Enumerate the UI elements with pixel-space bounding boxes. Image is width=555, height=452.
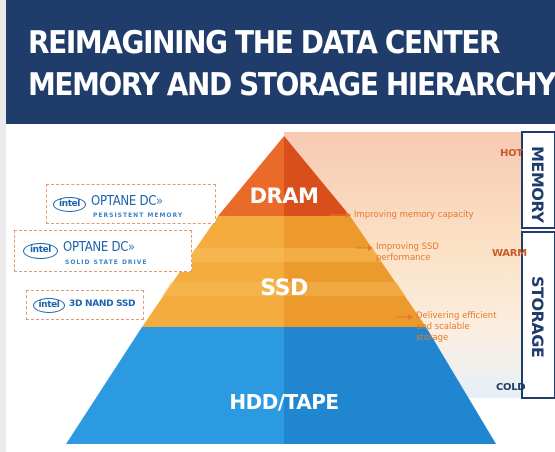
hot-label: HOT xyxy=(500,148,523,159)
solid-state-drive-subtitle: SOLID STATE DRIVE xyxy=(65,259,148,266)
ssd-stripe xyxy=(186,248,382,262)
efficient-storage-note-line1: Delivering efficient xyxy=(416,311,497,321)
pyramid-graphic xyxy=(66,131,555,444)
ssd-performance-note-line1: Improving SSD xyxy=(376,242,439,252)
memory-category-box xyxy=(521,131,555,229)
ssd-stripe xyxy=(162,282,406,296)
warm-label: WARM xyxy=(492,248,527,259)
cold-label: COLD xyxy=(496,382,526,393)
storage-label: STORAGE xyxy=(528,276,547,358)
arrow-head xyxy=(368,245,373,251)
dram-tier-right xyxy=(284,136,350,216)
ssd-label: SSD xyxy=(260,276,308,301)
optane-solid-state-drive-badge: intel OPTANE DC» SOLID STATE DRIVE xyxy=(14,230,192,272)
efficient-storage-note-line2: and scalable xyxy=(416,322,470,332)
efficient-storage-note-line3: storage xyxy=(416,333,449,343)
product-name: OPTANE DC xyxy=(63,240,128,255)
arrow-head xyxy=(346,212,351,218)
intel-logo: intel xyxy=(23,243,58,259)
persistent-memory-subtitle: PERSISTENT MEMORY xyxy=(93,212,184,219)
optane-dc-logo: OPTANE DC» xyxy=(91,194,163,209)
product-name: OPTANE DC xyxy=(91,194,156,209)
chevron-icon: » xyxy=(127,240,135,255)
hdd-tier-right xyxy=(284,327,496,444)
hierarchy-diagram: DRAM SSD HDD/TAPE HOT WARM COLD MEMORY S… xyxy=(6,124,555,452)
3d-nand-ssd-badge: intel 3D NAND SSD xyxy=(26,290,144,320)
optane-dc-logo: OPTANE DC» xyxy=(63,240,135,255)
intel-logo: intel xyxy=(53,197,86,212)
arrow-head xyxy=(408,314,413,320)
hdd-tape-label: HDD/TAPE xyxy=(229,390,339,414)
infographic: REIMAGINING THE DATA CENTER MEMORY AND S… xyxy=(6,0,555,452)
title-line-1: REIMAGINING THE DATA CENTER xyxy=(28,25,501,61)
ssd-performance-note-line2: performance xyxy=(376,253,431,263)
optane-persistent-memory-badge: intel OPTANE DC» PERSISTENT MEMORY xyxy=(46,184,216,224)
dram-label: DRAM xyxy=(249,184,319,208)
3d-nand-ssd-label: 3D NAND SSD xyxy=(69,299,136,309)
ssd-tier-right xyxy=(284,216,426,327)
title-line-2: MEMORY AND STORAGE HIERARCHY xyxy=(28,67,555,103)
chevron-icon: » xyxy=(155,194,163,209)
intel-logo: intel xyxy=(33,298,65,313)
storage-category-box xyxy=(521,231,555,399)
title-banner: REIMAGINING THE DATA CENTER MEMORY AND S… xyxy=(6,0,555,124)
memory-label: MEMORY xyxy=(528,146,547,223)
memory-capacity-note: Improving memory capacity xyxy=(354,210,474,220)
